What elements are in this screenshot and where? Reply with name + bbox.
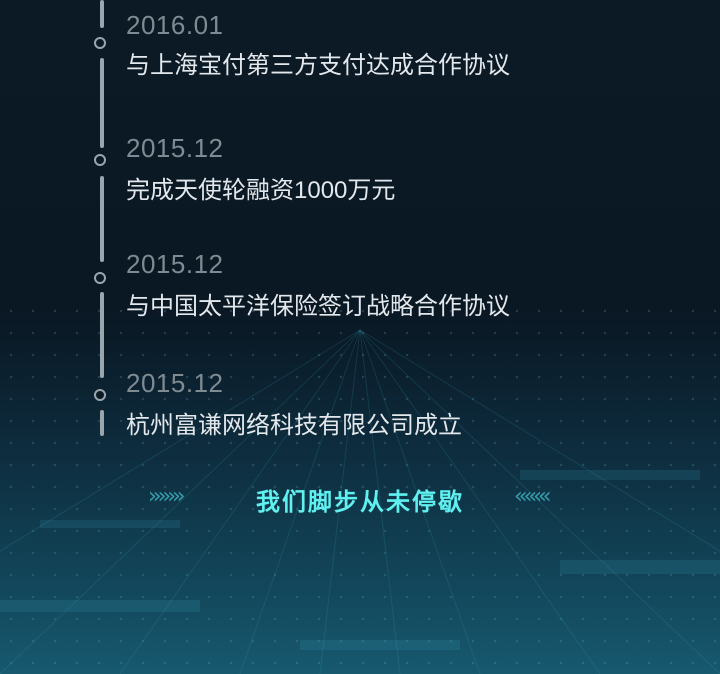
timeline-text: 与上海宝付第三方支付达成合作协议: [126, 52, 510, 79]
chevrons-left-icon: ‹‹‹‹‹‹‹: [514, 484, 552, 509]
chevrons-right-icon: ›››››››: [148, 484, 186, 509]
timeline-node-icon: [94, 37, 106, 49]
timeline-date: 2015.12: [126, 133, 224, 163]
timeline-line: [100, 58, 104, 148]
timeline-date: 2016.01: [126, 10, 224, 40]
timeline-line: [100, 292, 104, 378]
timeline-node-icon: [94, 389, 106, 401]
timeline-node-icon: [94, 154, 106, 166]
timeline-text: 杭州富谦网络科技有限公司成立: [126, 412, 462, 439]
timeline-date: 2015.12: [126, 368, 224, 398]
timeline-line: [100, 0, 104, 28]
timeline-date: 2015.12: [126, 249, 224, 279]
timeline-text: 完成天使轮融资1000万元: [126, 177, 396, 204]
timeline-text: 与中国太平洋保险签订战略合作协议: [126, 293, 510, 320]
timeline-node-icon: [94, 272, 106, 284]
slogan-text: 我们脚步从未停歇: [256, 489, 464, 516]
timeline-line: [100, 176, 104, 262]
timeline-line: [100, 410, 104, 436]
